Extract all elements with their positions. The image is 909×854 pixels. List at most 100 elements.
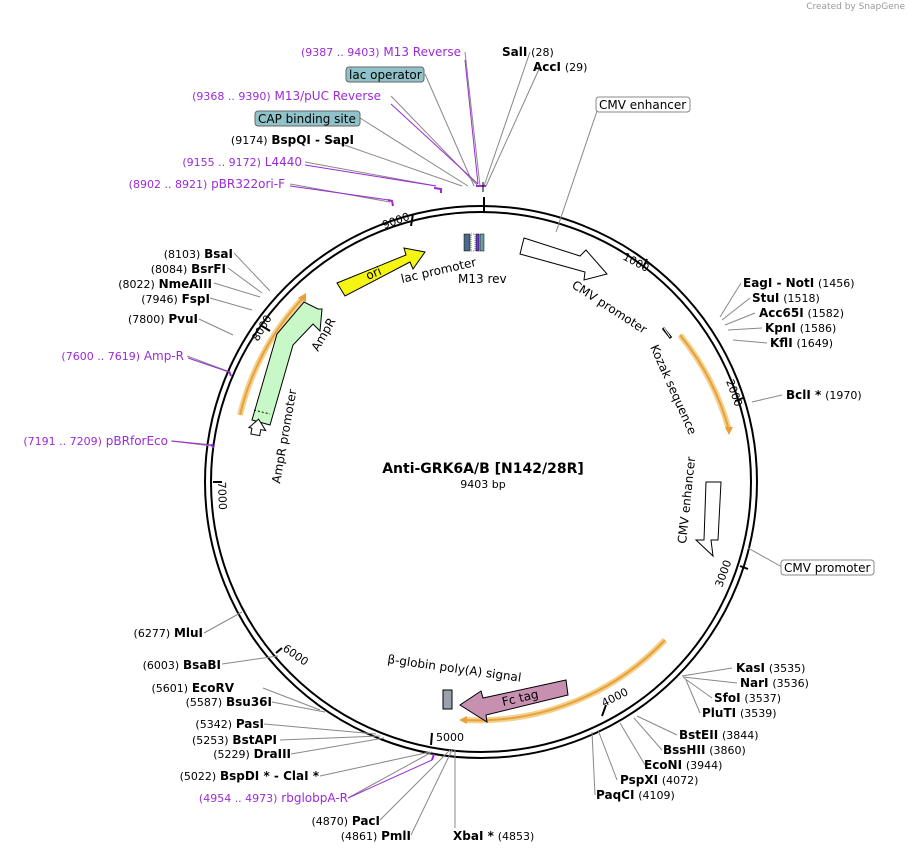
cut-position: (6277) [134,627,171,640]
site-label-4: (9174) BspQI - SapI [231,133,354,147]
cut-position: (6003) [143,659,180,672]
snapgene-credit: Created by SnapGene [806,2,905,12]
enzyme-name: FspI [182,292,210,306]
backbone [204,205,758,759]
cut-position: (3537) [744,692,781,705]
cut-position: (5229) [213,748,250,761]
plasmid-name: Anti-GRK6A/B [N142/28R] [382,461,584,477]
primer-label-5: (9155 .. 9172) L4440 [182,155,302,169]
plasmid-size: 9403 bp [460,478,505,491]
enzyme-name: BssHII [663,743,705,757]
primer-label-13: (7191 .. 7209) pBRforEco [23,434,168,448]
enzyme-name: NarI [740,676,769,690]
site-label-9: (8022) NmeAIII [118,277,212,291]
primer-label-37: (4954 .. 4973) rbglobpA-R [199,791,348,805]
enzyme-name: EagI - NotI [743,276,814,290]
site-label-28: PaqCI (4109) [596,788,675,802]
cut-position: (4870) [311,815,348,828]
enzyme-name: BsaBI [183,658,221,672]
cut-position: (1518) [783,292,820,305]
primer-range: (9387 .. 9403) [301,46,380,59]
site-label-34: (5253) BstAPI [192,733,277,747]
enzyme-name: Bsu36I [226,695,272,709]
primer-range: (9155 .. 9172) [182,156,261,169]
primer-name: M13/pUC Reverse [275,89,382,103]
orf-arcs [237,293,733,724]
lac-promoter-mark [463,233,471,252]
site-label-8: (8084) BsrFI [151,262,226,276]
cut-position: (8084) [151,263,188,276]
ori-label: ori [364,264,384,283]
primer-label-6: (8902 .. 8921) pBR322ori-F [129,177,285,191]
cut-position: (4853) [498,830,535,843]
cut-position: (1649) [797,337,834,350]
ori-arrow [336,247,426,297]
enzyme-name: EcoNI [644,758,682,772]
primer-marks [211,182,486,761]
enzyme-name: BsrFI [191,262,226,276]
site-label-22: SfoI (3537) [714,691,781,705]
primer-range: (4954 .. 4973) [199,792,278,805]
cut-position: (3535) [769,662,806,675]
enzyme-name: BstEII [679,728,718,742]
enzyme-name: MluI [174,626,203,640]
site-label-30: (6003) BsaBI [143,658,221,672]
site-label-24: BstEII (3844) [679,728,759,742]
cut-position: (8103) [164,248,201,261]
cut-position: (4109) [638,789,675,802]
primer-name: L4440 [265,155,302,169]
enzyme-name: PacI [352,814,380,828]
primer-name: M13 Reverse [383,45,461,59]
enzyme-name: StuI [752,291,779,305]
tick-label-7000: 7000 [215,482,229,510]
enzyme-name: KpnI [765,321,796,335]
primer-leaders [171,59,479,799]
enzyme-name: PasI [236,717,264,731]
cut-position: (5253) [192,734,229,747]
cut-position: (3539) [740,707,777,720]
scale-ticks [213,197,749,746]
enzyme-name: BclI * [786,388,822,402]
enzyme-name: KflI [770,336,793,350]
cut-position: (5342) [195,718,232,731]
primer-name: pBR322ori-F [211,177,285,191]
site-label-40: XbaI * (4853) [453,829,534,843]
site-label-19: BclI * (1970) [786,388,862,402]
cut-position: (3536) [772,677,809,690]
plasmid-title-group: Anti-GRK6A/B [N142/28R] 9403 bp [382,461,584,491]
cut-position: (3944) [686,759,723,772]
site-label-35: (5229) DraIII [213,747,291,761]
enzyme-name: PluTI [702,706,736,720]
kozak-label: Kozak sequence [647,343,699,437]
cut-position: (29) [565,61,588,74]
primer-label-3: (9368 .. 9390) M13/pUC Reverse [192,89,381,103]
beta-globin-label: β-globin poly(A) signal [387,652,523,685]
primer-range: (7191 .. 7209) [23,435,102,448]
primer-name: rbglobpA-R [281,791,348,805]
primer-range: (7600 .. 7619) [61,350,140,363]
cap-site-box-label: CAP binding site [258,112,356,126]
cap-mark [479,233,485,252]
cmv-promoter-label: CMV promoter [569,278,649,337]
enzyme-name: BstAPI [232,733,277,747]
site-label-23: PluTI (3539) [702,706,777,720]
site-label-39: (4861) PmlI [341,829,411,843]
m13-rev-mark [475,233,480,252]
cmv-promoter-box-label: CMV promoter [784,561,871,575]
site-label-11: (7800) PvuI [128,312,198,326]
cut-position: (28) [531,46,554,59]
enzyme-name: BspQI - SapI [271,133,354,147]
cut-position: (3860) [709,744,746,757]
cut-position: (4072) [662,774,699,787]
enzyme-name: KasI [736,661,765,675]
site-label-26: EcoNI (3944) [644,758,722,772]
beta-globin-mark [442,689,453,710]
cut-position: (1970) [825,389,862,402]
enzyme-name: PspXI [620,773,658,787]
enzyme-name: EcoRV [192,681,235,695]
site-label-7: (8103) BsaI [164,247,233,261]
tick-label-2000: 2000 [723,378,745,409]
site-label-10: (7946) FspI [141,292,210,306]
site-label-1: SalI (28) [502,45,554,59]
